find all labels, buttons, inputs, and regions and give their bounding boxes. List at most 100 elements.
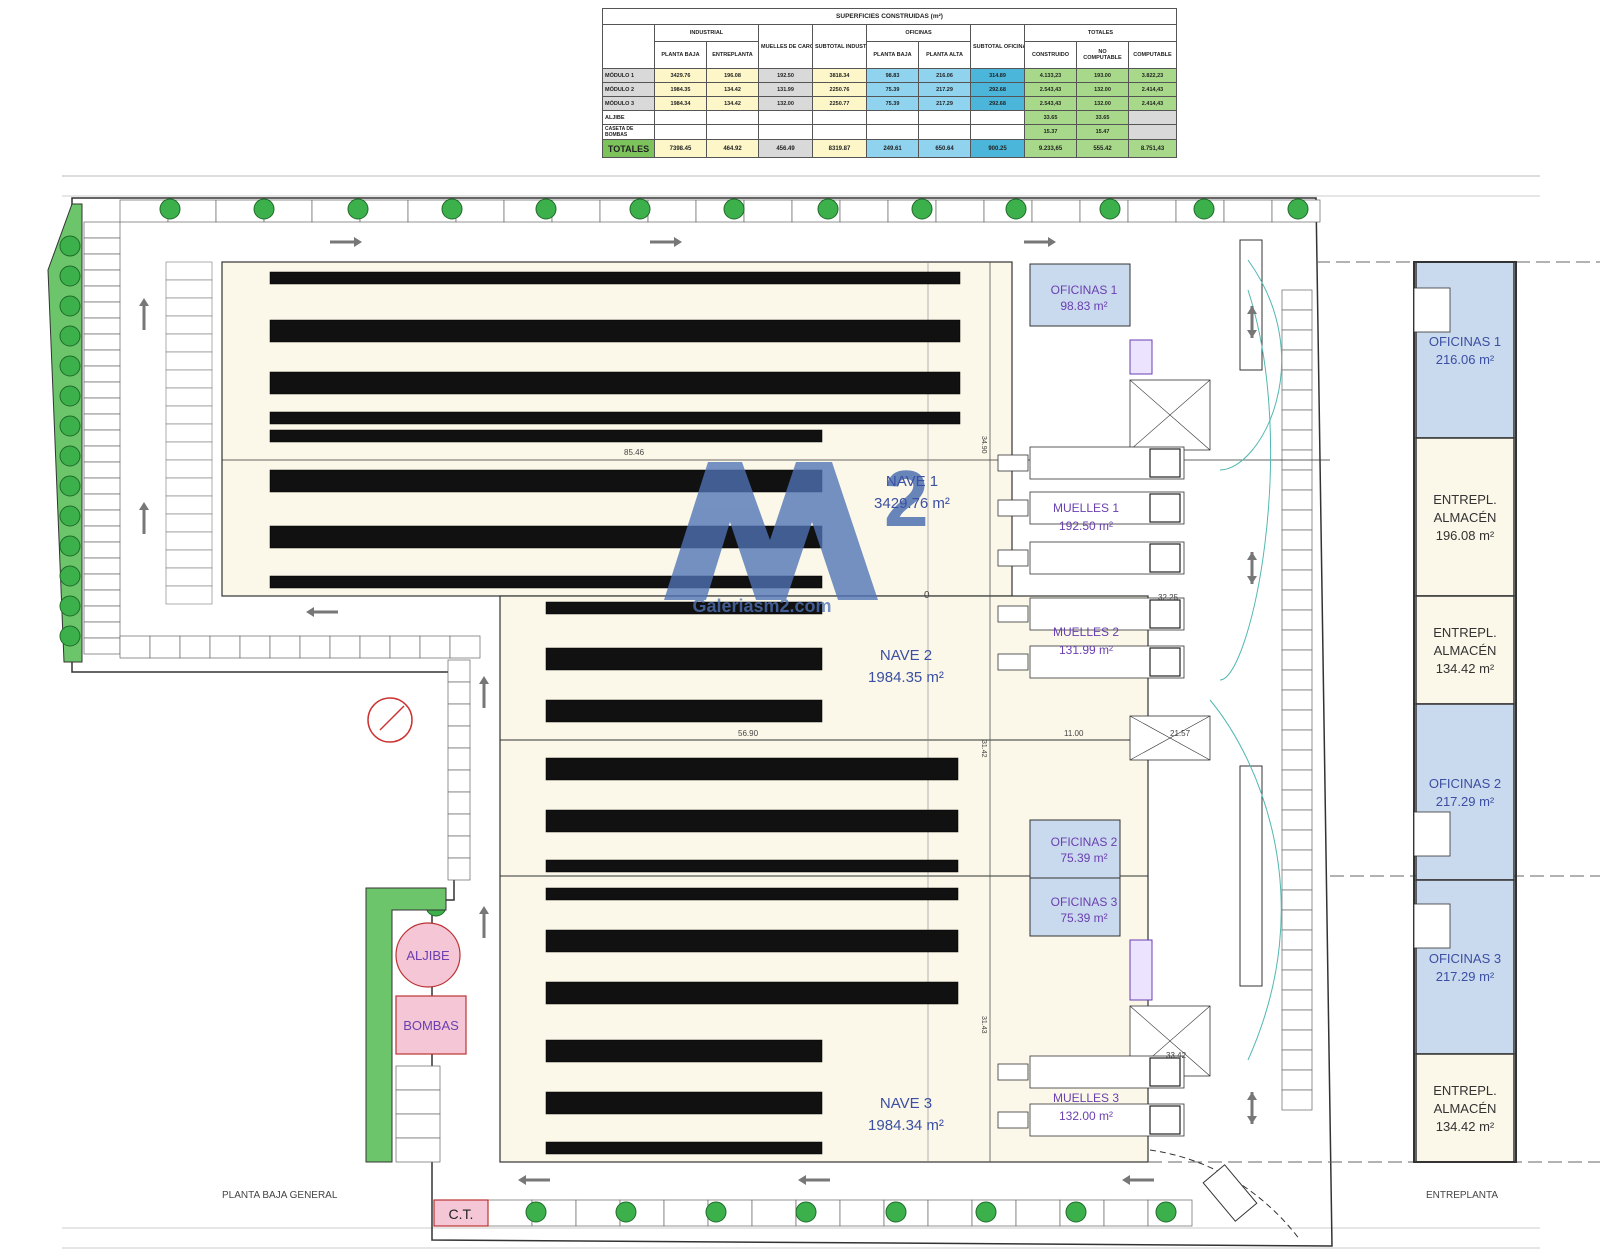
parking-space (1281, 809, 1313, 831)
tree-icon (59, 475, 81, 497)
oficinas-1-area: 98.83 m² (1060, 299, 1107, 313)
oficinas-1-label: OFICINAS 1 (1051, 283, 1118, 297)
parking-space (83, 541, 121, 559)
parking-space (359, 635, 391, 659)
entreplanta-label: ALMACÉN (1434, 643, 1497, 658)
rack-row (545, 929, 959, 953)
entreplanta-label: 217.29 m² (1436, 794, 1495, 809)
office-block (1029, 819, 1121, 879)
parking-space (1281, 709, 1313, 731)
parking-space (299, 635, 331, 659)
parking-space (83, 365, 121, 383)
truck-icon (1149, 1057, 1181, 1087)
loading-ramp (1129, 715, 1211, 761)
dim-label: 56.90 (738, 729, 759, 738)
dim-label: 33.42 (1166, 1051, 1187, 1060)
tree-icon (59, 445, 81, 467)
nave-2-area: 1984.35 m² (868, 669, 944, 686)
parking-space (83, 349, 121, 367)
parking-space (647, 199, 697, 223)
tree-icon (59, 295, 81, 317)
parking-space (447, 813, 471, 837)
totals-row: TOTALES 7398.45 464.92 456.49 8319.87 24… (602, 139, 1178, 158)
parking-space (447, 857, 471, 881)
storage-bay (165, 567, 213, 587)
arrow-icon (798, 1175, 830, 1185)
parking-space (1281, 649, 1313, 671)
rack-row (269, 411, 961, 425)
tree-icon (1193, 198, 1215, 220)
parking-space (83, 509, 121, 527)
arrow-icon (798, 1175, 806, 1185)
parking-space (389, 635, 421, 659)
parking-space (1281, 1049, 1313, 1071)
parking-space (449, 635, 481, 659)
tree-icon (59, 415, 81, 437)
storage-bay (165, 405, 213, 425)
truck-icon (1149, 599, 1181, 629)
tree-icon (615, 1201, 637, 1223)
parking-space (1281, 849, 1313, 871)
parking-space (1281, 569, 1313, 591)
parking-space (1281, 729, 1313, 751)
parking-space (83, 253, 121, 271)
truck-path (1219, 259, 1283, 471)
tree-icon (347, 198, 369, 220)
parking-space (83, 573, 121, 591)
parking-space (1281, 829, 1313, 851)
rack-row (269, 319, 961, 343)
parking-space (487, 1199, 533, 1227)
parking-space (447, 659, 471, 683)
rack-rows (269, 271, 961, 1155)
rack-row (269, 575, 823, 589)
parking-space (83, 621, 121, 639)
truck-trailer (1239, 239, 1263, 371)
parking-space (1281, 909, 1313, 931)
parking-space (1281, 529, 1313, 551)
arrow-icon (1247, 1092, 1257, 1100)
parking-space (1281, 629, 1313, 651)
arrow-icon (354, 237, 362, 247)
watermark-site: Galeriasm2.com (692, 596, 831, 616)
parking-space (83, 461, 121, 479)
storage-bay (165, 297, 213, 317)
tree-icon (705, 1201, 727, 1223)
parking-space (83, 429, 121, 447)
muelles-3-area: 132.00 m² (1059, 1109, 1113, 1123)
dim-label: 31.42 (980, 740, 987, 758)
parking-space (83, 637, 121, 655)
parking-space (395, 1137, 441, 1163)
parking-space (179, 635, 211, 659)
arrow-icon (1247, 306, 1257, 338)
parking-space (83, 221, 121, 239)
parking-left (83, 221, 121, 655)
entreplanta-label: 216.06 m² (1436, 352, 1495, 367)
storage-bay (165, 441, 213, 461)
fire-hydrant-icon (379, 705, 405, 731)
tree-icon (441, 198, 463, 220)
oficinas-2-area: 75.39 m² (1060, 851, 1107, 865)
parking-space (1281, 1009, 1313, 1031)
storage-bay (165, 495, 213, 515)
parking-space (447, 703, 471, 727)
storage-bay (165, 369, 213, 389)
parking-space (83, 285, 121, 303)
parking-space (395, 1113, 441, 1139)
entreplanta-label: OFICINAS 1 (1429, 334, 1501, 349)
parking-space (209, 635, 241, 659)
parking-space (447, 747, 471, 771)
parking-space (239, 635, 271, 659)
entreplanta-outline (1413, 261, 1517, 1163)
truck-icon (1149, 448, 1181, 478)
parking-space (1281, 869, 1313, 891)
parking-space (83, 557, 121, 575)
entreplanta-label: 134.42 m² (1436, 661, 1495, 676)
tree-icon (723, 198, 745, 220)
ct-label: C.T. (449, 1206, 474, 1222)
parking-space (1031, 199, 1081, 223)
parking-space (1281, 489, 1313, 511)
parking-space (419, 635, 451, 659)
entreplanta-room (1415, 595, 1515, 705)
dim-label: 32.25 (1158, 593, 1179, 602)
